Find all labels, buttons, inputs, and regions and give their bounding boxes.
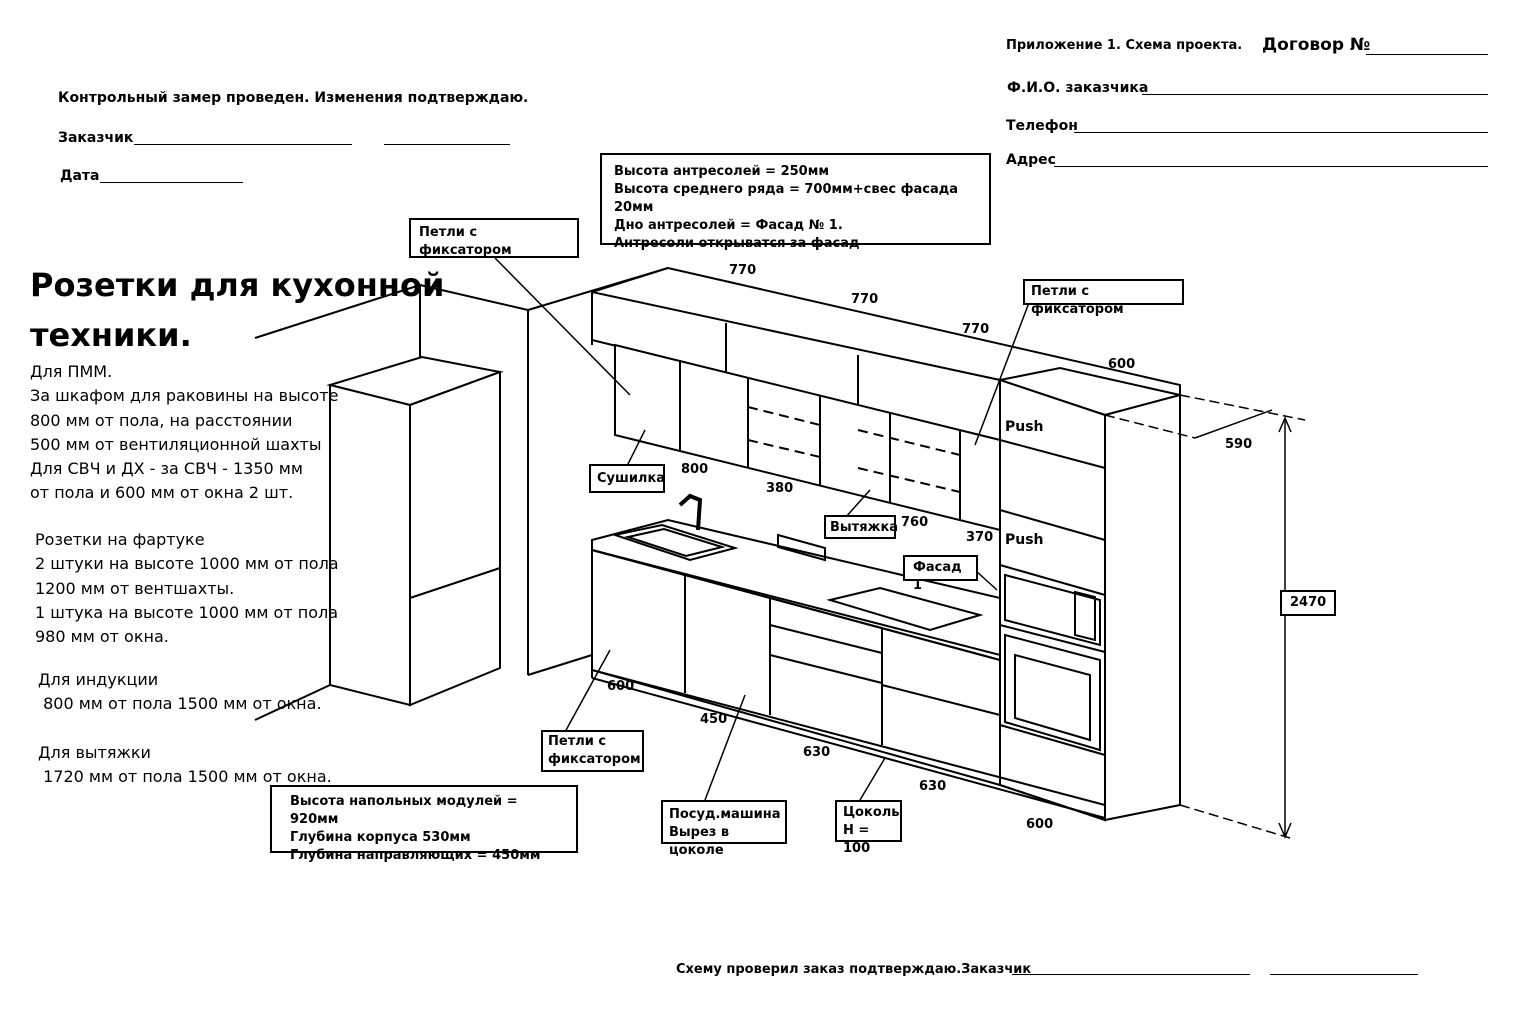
dim-height-2470: 2470 bbox=[1280, 590, 1336, 616]
phone-label: Телефон bbox=[1006, 118, 1078, 134]
sockets-title-line1: Розетки для кухонной bbox=[30, 266, 445, 304]
dim-label: 600 bbox=[1108, 357, 1136, 372]
dim-label: 760 bbox=[901, 515, 929, 530]
note-line: Антресоли открыватся за фасад bbox=[614, 236, 860, 251]
footer-signature-line[interactable] bbox=[1012, 960, 1250, 975]
socket-text-line: 1200 мм от вентшахты. bbox=[35, 578, 235, 598]
sockets-title-line2: техники. bbox=[30, 316, 192, 354]
socket-text-line: Для вытяжки bbox=[38, 743, 151, 762]
refrigerator bbox=[254, 355, 504, 721]
fio-label: Ф.И.О. заказчика bbox=[1007, 80, 1149, 96]
note-line: Высота среднего ряда = 700мм+свес фасада… bbox=[614, 182, 959, 215]
dim-label: 590 bbox=[1225, 437, 1253, 452]
callout-line: Н = 100 bbox=[843, 823, 871, 856]
socket-text-line: За шкафом для раковины на высоте bbox=[30, 386, 339, 406]
callout-dishwasher: Посуд.машина Вырез в цоколе bbox=[661, 800, 787, 858]
socket-text-line: 500 мм от вентиляционной шахты bbox=[30, 434, 322, 454]
customer-label: Заказчик bbox=[58, 130, 134, 146]
customer-signature-line[interactable] bbox=[134, 130, 352, 145]
dim-label: 770 bbox=[851, 292, 879, 307]
fio-line[interactable] bbox=[1142, 80, 1488, 95]
phone-line[interactable] bbox=[1074, 118, 1488, 133]
sockets-induction-block: Для индукции 800 мм от пола 1500 мм от о… bbox=[38, 668, 322, 717]
callout-line: Цоколь bbox=[843, 805, 900, 820]
contract-label: Договор № bbox=[1262, 35, 1371, 55]
socket-text-line: Для ПММ. bbox=[30, 362, 113, 381]
dim-label: 770 bbox=[962, 322, 990, 337]
leader-lines bbox=[494, 257, 1031, 801]
socket-text-line: 800 мм от пола 1500 мм от окна. bbox=[38, 694, 322, 714]
socket-text-line: Для СВЧ и ДХ - за СВЧ - 1350 мм bbox=[30, 459, 303, 479]
callout-hinges-bottom: Петли с фиксатором bbox=[541, 730, 644, 772]
tall-column bbox=[996, 366, 1181, 822]
dim-label: 600 bbox=[607, 679, 635, 694]
dimension-lines bbox=[1104, 394, 1306, 839]
socket-text-line: 1720 мм от пола 1500 мм от окна. bbox=[38, 767, 332, 787]
callout-hinges-right: Петли с фиксатором bbox=[1023, 279, 1184, 317]
callout-plinth: Цоколь Н = 100 bbox=[835, 800, 902, 856]
address-label: Адрес bbox=[1006, 152, 1056, 168]
push-label-top: Push bbox=[1005, 419, 1044, 435]
dim-label: 450 bbox=[700, 712, 728, 727]
socket-text-line: 800 мм от пола, на расстоянии bbox=[30, 410, 293, 430]
callout-line: Вырез в цоколе bbox=[669, 825, 730, 858]
note-line: Глубина направляющих = 450мм bbox=[290, 848, 541, 863]
measurement-confirmation: Контрольный замер проведен. Изменения по… bbox=[58, 90, 529, 106]
callout-facade1: Фасад 1 bbox=[903, 555, 978, 593]
contract-number-line[interactable] bbox=[1366, 38, 1488, 55]
sockets-apron-block: Розетки на фартуке 2 штуки на высоте 100… bbox=[35, 528, 339, 649]
socket-text-line: Розетки на фартуке bbox=[35, 530, 205, 549]
callout-hinges-left: Петли с фиксатором bbox=[409, 218, 579, 258]
dim-label: 380 bbox=[766, 481, 794, 496]
callout-hood: Вытяжка bbox=[824, 515, 898, 539]
callout-line: Посуд.машина bbox=[669, 807, 781, 822]
dim-label: 630 bbox=[919, 779, 947, 794]
customer-name-line[interactable] bbox=[384, 130, 510, 145]
socket-text-line: 980 мм от окна. bbox=[35, 627, 169, 647]
note-line: Дно антресолей = Фасад № 1. bbox=[614, 218, 843, 233]
lower-notes-box: Высота напольных модулей = 920мм Глубина… bbox=[270, 785, 578, 863]
callout-line: фиксатором bbox=[548, 752, 641, 767]
upper-notes-box: Высота антресолей = 250мм Высота среднег… bbox=[600, 153, 991, 251]
appendix-label: Приложение 1. Схема проекта. bbox=[1006, 38, 1243, 53]
socket-text-line: 1 штука на высоте 1000 мм от пола bbox=[35, 602, 339, 622]
socket-text-line: 2 штуки на высоте 1000 мм от пола bbox=[35, 554, 339, 574]
sockets-hood-block: Для вытяжки 1720 мм от пола 1500 мм от о… bbox=[38, 741, 332, 790]
note-line: Высота напольных модулей = 920мм bbox=[290, 794, 518, 827]
footer-confirm: Схему проверил заказ подтверждаю.Заказчи… bbox=[676, 962, 1032, 977]
callout-line: Петли с bbox=[548, 734, 607, 749]
note-line: Высота антресолей = 250мм bbox=[614, 164, 829, 179]
date-line[interactable] bbox=[100, 168, 243, 183]
sockets-dishwasher-block: Для ПММ. За шкафом для раковины на высот… bbox=[30, 360, 338, 506]
socket-text-line: от пола и 600 мм от окна 2 шт. bbox=[30, 483, 294, 503]
dim-label: 600 bbox=[1026, 817, 1054, 832]
dim-label: 630 bbox=[803, 745, 831, 760]
dim-label: 800 bbox=[681, 462, 709, 477]
address-line[interactable] bbox=[1054, 152, 1488, 167]
base-cabinets bbox=[591, 548, 1106, 822]
footer-name-line[interactable] bbox=[1270, 960, 1418, 975]
push-label-mid: Push bbox=[1005, 532, 1044, 548]
note-line: Глубина корпуса 530мм bbox=[290, 830, 471, 845]
dim-label: 770 bbox=[729, 263, 757, 278]
callout-dryer: Сушилка bbox=[589, 464, 665, 493]
date-label: Дата bbox=[60, 168, 100, 184]
socket-text-line: Для индукции bbox=[38, 670, 159, 689]
dim-label: 370 bbox=[966, 530, 994, 545]
